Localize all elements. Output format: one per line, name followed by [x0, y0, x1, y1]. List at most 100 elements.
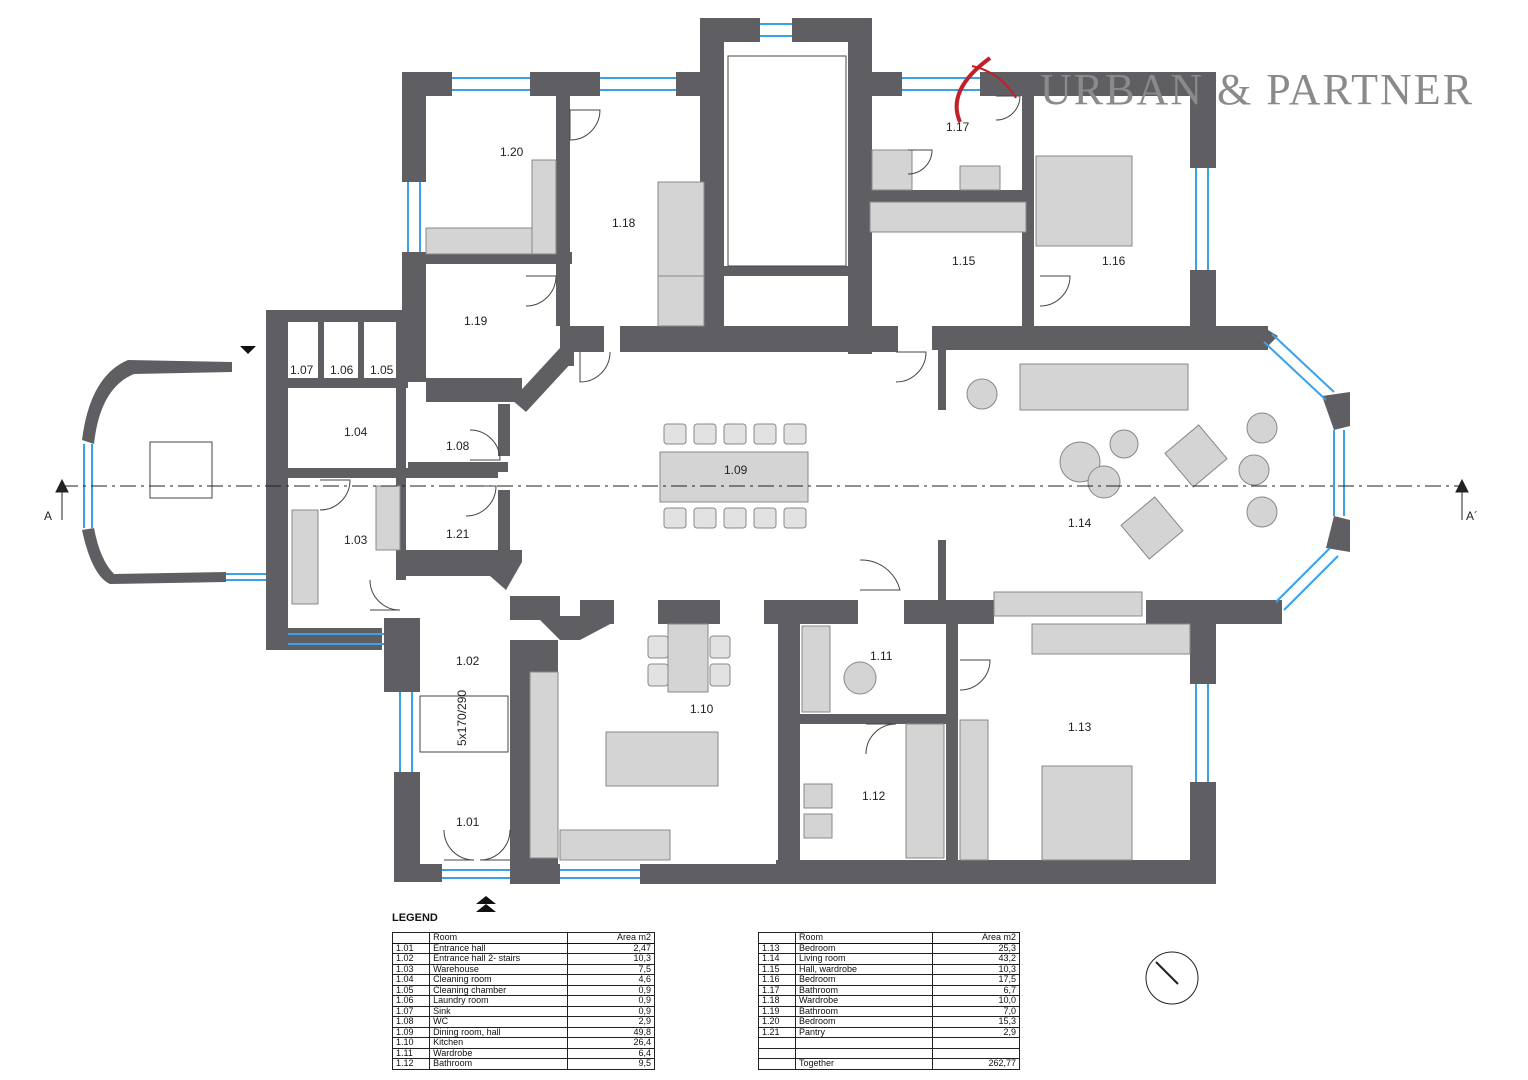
legend-header-room: Room — [795, 932, 933, 944]
room-name: Warehouse — [429, 963, 568, 975]
room-label-1.01: 1.01 — [456, 815, 480, 829]
room-name: WC — [429, 1016, 568, 1028]
legend-header-room: Room — [429, 932, 568, 944]
legend-header-no — [391, 932, 431, 944]
room-labels: 1.01 1.02 1.03 1.04 1.05 1.06 1.07 1.08 … — [290, 120, 1126, 829]
side-entrance-arrow-icon — [240, 346, 256, 354]
room-name: Dining room, hall — [429, 1026, 568, 1038]
section-line — [55, 478, 1469, 520]
room-area: 15,3 — [932, 1016, 1020, 1028]
room-name: Cleaning room — [429, 974, 568, 986]
room-area: 2,9 — [566, 1016, 656, 1028]
room-no: 1.09 — [391, 1026, 431, 1038]
room-name: Bedroom — [795, 1016, 933, 1028]
room-name: Bedroom — [795, 942, 933, 954]
section-mark-left: A — [44, 509, 52, 523]
room-label-1.06: 1.06 — [330, 363, 354, 377]
room-area: 10,3 — [932, 963, 1020, 975]
room-label-1.09: 1.09 — [724, 463, 748, 477]
room-area: 6,4 — [566, 1047, 656, 1059]
room-no: 1.21 — [758, 1026, 796, 1038]
room-area: 49,8 — [566, 1026, 656, 1038]
legend-total-area: 262,77 — [932, 1058, 1020, 1070]
room-label-1.13: 1.13 — [1068, 720, 1092, 734]
room-no: 1.12 — [391, 1058, 431, 1070]
room-area: 4,6 — [566, 974, 656, 986]
room-name: Wardrobe — [429, 1047, 568, 1059]
room-area: 6,7 — [932, 984, 1020, 996]
room-no: 1.10 — [391, 1037, 431, 1049]
room-area: 26,4 — [566, 1037, 656, 1049]
room-area: 2,9 — [932, 1026, 1020, 1038]
room-label-1.12: 1.12 — [862, 789, 886, 803]
legend-header-row: Room Area m2 — [391, 932, 656, 944]
room-area: 7,0 — [932, 1005, 1020, 1017]
room-no: 1.16 — [758, 974, 796, 986]
room-label-1.20: 1.20 — [500, 145, 524, 159]
room-area: 0,9 — [566, 1005, 656, 1017]
room-area: 43,2 — [932, 953, 1020, 965]
room-label-1.04: 1.04 — [344, 425, 368, 439]
room-no: 1.06 — [391, 995, 431, 1007]
room-no: 1.08 — [391, 1016, 431, 1028]
room-name: Sink — [429, 1005, 568, 1017]
empty-cell — [758, 1047, 796, 1059]
room-no: 1.11 — [391, 1047, 431, 1059]
legend-header-area: Area m2 — [566, 932, 656, 944]
room-name: Laundry room — [429, 995, 568, 1007]
room-no: 1.18 — [758, 995, 796, 1007]
room-area: 0,9 — [566, 984, 656, 996]
furniture — [149, 55, 1278, 861]
room-no: 1.05 — [391, 984, 431, 996]
entrance-arrow-icon — [476, 896, 496, 912]
room-name: Kitchen — [429, 1037, 568, 1049]
room-name: Cleaning chamber — [429, 984, 568, 996]
room-label-1.17: 1.17 — [946, 120, 970, 134]
room-label-1.21: 1.21 — [446, 527, 470, 541]
legend-header-no — [758, 932, 796, 944]
room-label-1.10: 1.10 — [690, 702, 714, 716]
room-area: 9,5 — [566, 1058, 656, 1070]
room-area: 7,5 — [566, 963, 656, 975]
room-label-1.11: 1.11 — [870, 649, 893, 663]
room-no: 1.04 — [391, 974, 431, 986]
room-label-1.15: 1.15 — [952, 254, 976, 268]
room-no: 1.02 — [391, 953, 431, 965]
room-label-1.14: 1.14 — [1068, 516, 1092, 530]
brand-name: URBAN & PARTNER — [1040, 65, 1475, 114]
room-label-1.18: 1.18 — [612, 216, 636, 230]
room-name: Living room — [795, 953, 933, 965]
section-mark-right: A´ — [1466, 509, 1478, 523]
door-swings — [319, 95, 1071, 861]
room-name: Hall, wardrobe — [795, 963, 933, 975]
room-name: Bedroom — [795, 974, 933, 986]
room-name: Wardrobe — [795, 995, 933, 1007]
room-no: 1.20 — [758, 1016, 796, 1028]
north-arrow-icon — [1145, 951, 1199, 1005]
room-area: 2,47 — [566, 942, 656, 954]
room-name: Bathroom — [429, 1058, 568, 1070]
room-name: Bathroom — [795, 1005, 933, 1017]
room-label-1.08: 1.08 — [446, 439, 470, 453]
stair-dimension-label: 5x170/290 — [455, 690, 469, 746]
